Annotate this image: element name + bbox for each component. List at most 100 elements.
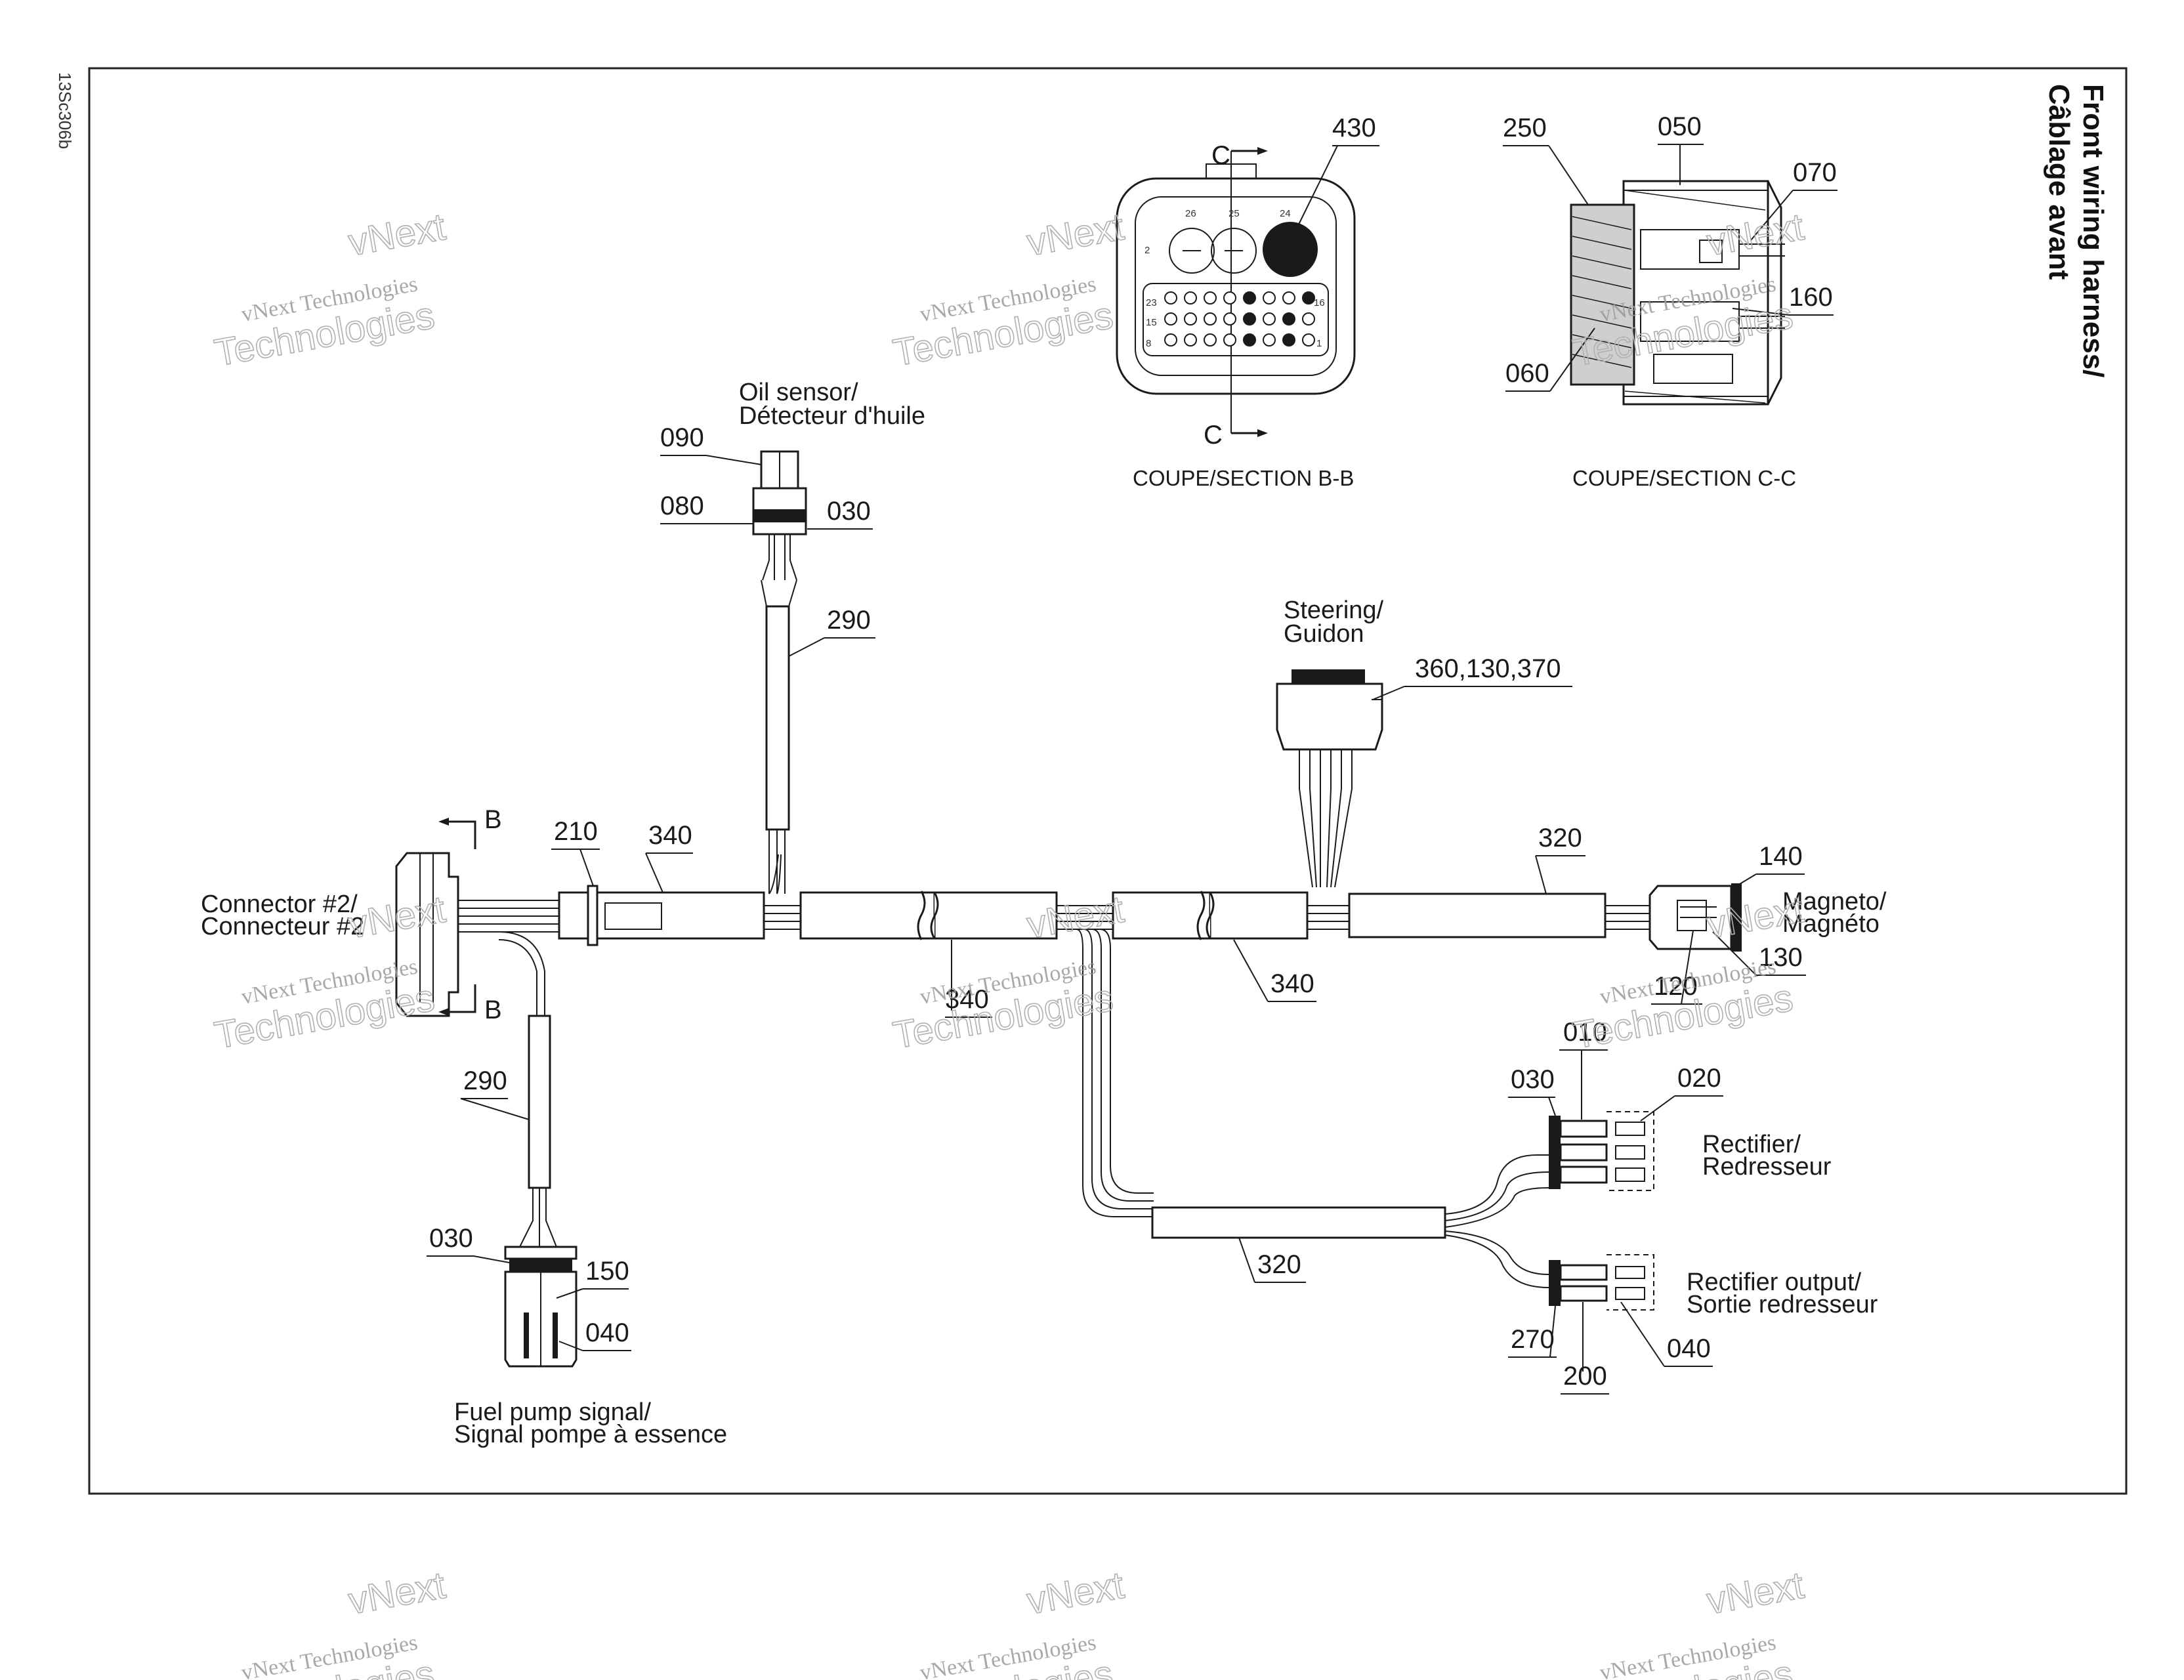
callout-040-fuel: 040 [585,1318,629,1347]
callout-250: 250 [1503,114,1547,142]
connector-pin [1263,312,1276,326]
connector-pin [1184,291,1197,304]
callout-060: 060 [1505,359,1549,388]
callout-200: 200 [1563,1362,1607,1391]
pin-label-24: 24 [1280,208,1291,219]
section-c-marker-bottom: C [1204,421,1223,450]
connector-pin [1164,312,1177,326]
callout-150: 150 [585,1257,629,1286]
callout-030-oil: 030 [827,497,871,526]
section-bb-label: COUPE/SECTION B-B [1133,466,1354,490]
section-cc-label: COUPE/SECTION C-C [1572,466,1796,490]
steering-label-fr: Guidon [1284,620,1364,648]
watermark-accent: vNext [1704,205,1807,264]
oil-sensor-label-en: Oil sensor/ [739,379,858,406]
connector-pin [1243,291,1256,304]
connector-pin [1164,333,1177,346]
connector-pin [1302,291,1315,304]
connector-pin [1282,291,1295,304]
watermark-accent: vNext [1024,205,1127,264]
pin-label-15: 15 [1146,317,1157,328]
fuel-pump-label-en: Fuel pump signal/ [454,1398,651,1426]
section-c-marker-top: C [1211,141,1230,170]
section-cc-cutaway: 250 050 070 160 060 COUPE/SECTION C-C [1503,112,1838,490]
callout-210: 210 [554,817,598,846]
steering-branch: Steering/ Guidon 360,130,370 [1276,597,1572,888]
pin-label-23: 23 [1146,297,1157,308]
connector2-label-fr: Connecteur #2 [201,913,364,940]
callout-340-left: 340 [648,821,692,850]
connector-pin [1164,291,1177,304]
callout-080: 080 [660,492,704,520]
pin-grid [1164,291,1315,346]
callout-030-rect: 030 [1511,1065,1555,1094]
section-b-marker-top: B [484,805,502,834]
connector-pin [1263,333,1276,346]
callout-340-mid: 340 [945,985,989,1014]
watermark-accent: vNext [345,1564,448,1623]
connector-pin [1282,333,1295,346]
callout-290-left: 290 [463,1066,507,1095]
connector-pin [1223,291,1236,304]
callout-320-right: 320 [1538,824,1582,852]
main-harness: Connector #2/ Connecteur #2 B B 210 340 [201,805,1887,1217]
callout-360-130-370: 360,130,370 [1415,654,1561,683]
connector-pin [1302,312,1315,326]
callout-030-fuel: 030 [429,1224,473,1253]
connector-pin [1243,333,1256,346]
callout-130: 130 [1759,943,1803,972]
title-line-2: Câblage avant [2043,84,2075,280]
watermark-accent: vNext [1704,1564,1807,1623]
pin-label-1: 1 [1316,338,1322,349]
callout-070: 070 [1793,158,1837,187]
callout-050: 050 [1658,112,1702,141]
pin-label-16: 16 [1314,297,1325,308]
pin-label-26: 26 [1185,208,1196,219]
watermark-accent: vNext [345,205,448,264]
connector-pin [1204,312,1217,326]
callout-160: 160 [1789,283,1833,312]
rectifier-output-label-fr: Sortie redresseur [1687,1291,1878,1318]
callout-340-right: 340 [1270,969,1314,998]
connector-pin [1223,312,1236,326]
connector2-label-en: Connector #2/ [201,891,358,918]
magneto-label-en: Magneto/ [1782,888,1887,915]
fuel-pump-label-fr: Signal pompe à essence [454,1421,727,1448]
pin-label-25: 25 [1228,208,1240,219]
page-title: Front wiring harness/ Câblage avant [2043,84,2109,377]
callout-120: 120 [1654,972,1698,1001]
callout-290-top: 290 [827,606,871,635]
rectifier-label-fr: Redresseur [1702,1153,1832,1181]
connector-pin [1204,333,1217,346]
callout-270: 270 [1511,1325,1555,1354]
connector-pin [1184,312,1197,326]
title-line-1: Front wiring harness/ [2077,84,2109,377]
pin-label-2: 2 [1144,245,1150,256]
callout-320-bottom: 320 [1257,1250,1301,1279]
connector-pin [1263,291,1276,304]
steering-label-en: Steering/ [1284,597,1384,624]
diagram-frame [88,67,2128,1495]
callout-140: 140 [1759,842,1803,871]
connector-pin [1184,333,1197,346]
oil-sensor-branch: Oil sensor/ Détecteur d'huile 090 080 03… [660,379,925,894]
section-b-marker-bottom: B [484,996,502,1024]
callout-040-rect: 040 [1667,1334,1711,1363]
magneto-label-fr: Magnéto [1782,910,1880,938]
pin-label-8: 8 [1146,338,1151,349]
callout-090: 090 [660,423,704,452]
rectifier-branch: 320 010 030 020 Rectifier/ Redresseur [1151,1018,1878,1395]
connector-pin [1223,333,1236,346]
document-code: 13Sc306b [55,72,75,149]
rectifier-output-label-en: Rectifier output/ [1687,1269,1862,1296]
rectifier-label-en: Rectifier/ [1702,1131,1801,1158]
connector-pin [1302,333,1315,346]
fuel-pump-branch: 290 030 150 040 Fuel pump signal/ Signal… [427,1015,727,1448]
connector-pin [1282,312,1295,326]
oil-sensor-label-fr: Détecteur d'huile [739,402,925,430]
